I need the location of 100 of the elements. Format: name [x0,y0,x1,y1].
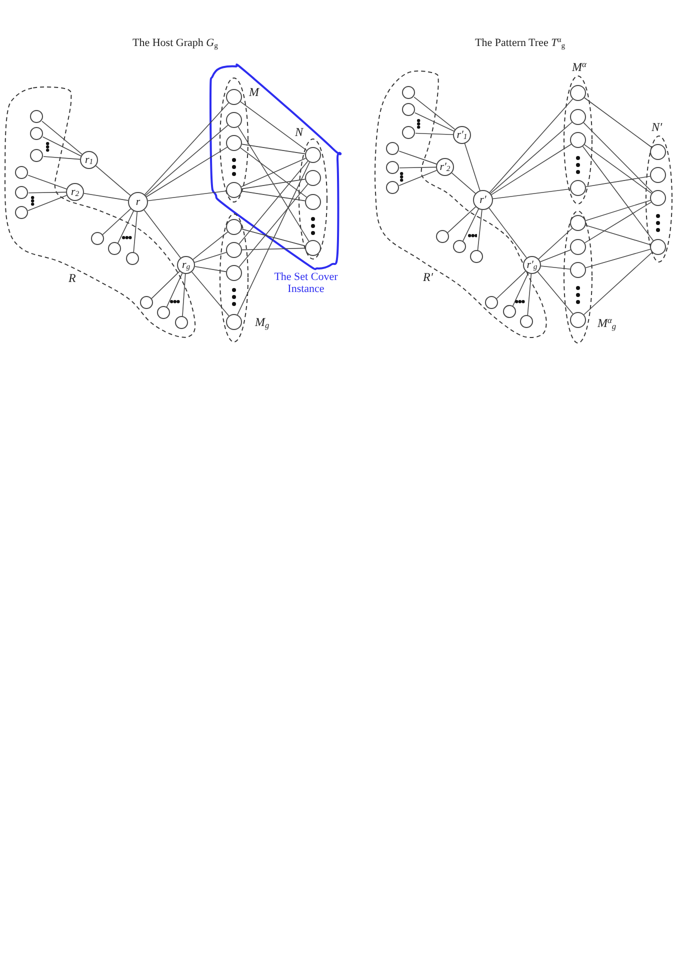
edge-line [447,206,476,233]
vertex-circle: r′$_{g}$ [523,256,541,274]
edge-line [42,120,82,155]
vertex-circle [386,181,400,194]
edge-line [84,193,129,201]
edge-line [512,272,529,306]
edge-line [496,270,526,299]
edge-line [240,147,307,198]
group-label: M$_{g}$ [255,316,270,329]
vertex-circle [226,182,242,198]
edge-line [488,208,527,258]
edge-line [194,252,227,263]
edge-line [242,178,306,190]
edge-line [537,272,574,314]
vertex-circle [126,252,140,266]
vertex-circle [650,190,666,206]
vertex-circle [570,239,586,255]
edge-line [42,136,82,156]
vertex-circle [226,219,242,235]
vertex-circle [650,239,666,255]
vertex-circle [226,265,242,281]
vertex-circle [485,296,498,310]
vertex-circle [402,126,416,140]
vertex-circle [386,161,400,174]
vertex-circle [570,109,586,125]
vertex-circle [304,146,321,163]
vertex-circle [570,312,586,328]
vertex-circle: r$_{1}$ [80,151,98,169]
vertex-circle: r′ [473,190,493,210]
vertex-circle [226,88,242,105]
edge-line [242,144,306,154]
vertex-circle [436,230,450,244]
edge-line [538,228,572,260]
vertex-circle [30,127,44,140]
edge-line [462,208,479,242]
vertex-circle [386,142,400,156]
edge-line [584,202,652,244]
edge-line [241,228,306,246]
edge-line [28,174,67,190]
edge-line [585,224,651,246]
vertex-circle [570,180,586,196]
edge-line [451,172,476,194]
group-label: M$^{α}$ [572,60,586,74]
edge-line [399,166,436,168]
edge-line [28,194,68,212]
edge-line [492,188,570,200]
vertex-circle [226,112,242,128]
edge-line [415,132,454,136]
vertex-circle [570,262,586,278]
vertex-circle [520,315,534,328]
vertex-circle [304,240,321,256]
vertex-circle [650,167,666,183]
group-label: N [294,126,303,140]
edge-line [540,266,570,270]
edge-line [166,272,183,308]
edge-line [240,158,306,188]
vertex-circle [15,186,28,200]
edge-line [398,150,437,164]
vertex-circle [157,306,170,320]
edge-line [585,200,651,222]
vertex-circle [402,86,416,100]
vertex-circle [304,170,321,186]
edge-line [238,160,308,244]
vertex-circle: r$_{g}$ [177,256,195,274]
edge-line [43,156,80,160]
vertex-circle [503,305,516,318]
vertex-circle [15,166,28,180]
vertex-circle [570,85,586,101]
edge-line [238,184,308,268]
graph-title: The Host Graph G$_{g}$ [132,36,218,50]
vertex-circle: r$_{2}$ [66,183,84,201]
edge-line [585,248,651,268]
edge-line [540,250,571,262]
vertex-circle [15,206,28,220]
vertex-circle [650,144,666,160]
vertex-circle: r [128,192,148,212]
vertex-circle [226,134,242,151]
edge-line [489,98,574,193]
edge-line [95,165,131,196]
group-label: M [248,86,259,100]
edge-line [414,112,454,132]
edge-line [144,210,181,258]
vertex-circle [453,240,466,254]
edge-line [242,248,306,250]
vertex-circle: r′$_{1}$ [453,126,471,144]
edge-line [584,144,652,194]
region-label: R′ [422,271,433,285]
vertex-circle [570,132,586,148]
vertex-circle [570,215,586,231]
edge-line [148,190,226,202]
edge-line [477,210,482,251]
edge-line [191,271,230,316]
vertex-circle [470,250,484,264]
vertex-circle [30,110,44,124]
vertex-circle [175,316,188,330]
vertex-circle [108,242,122,256]
edge-line [242,190,306,202]
edge-line [194,266,227,272]
vertex-circle [226,314,242,330]
vertex-circle [140,296,154,310]
